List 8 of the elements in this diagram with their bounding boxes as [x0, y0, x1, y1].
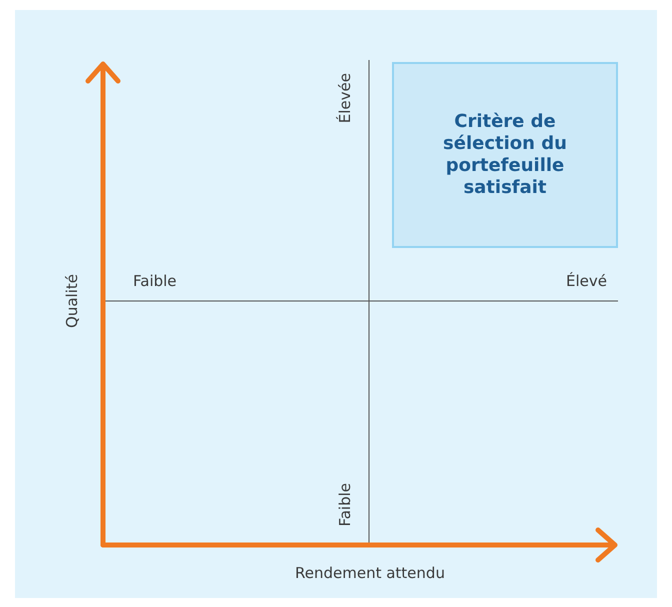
axis-value-label: Élevé — [566, 272, 607, 290]
axis-value-label: Faible — [336, 483, 354, 527]
axis-title: Rendement attendu — [295, 564, 445, 582]
box-text: Critère de sélection du portefeuille satisfait — [442, 111, 568, 199]
axis-value-label: Faible — [133, 272, 177, 290]
highlight-box — [392, 62, 618, 248]
axis-title: Qualité — [63, 274, 81, 328]
axis-value-label: Élevée — [336, 73, 354, 124]
